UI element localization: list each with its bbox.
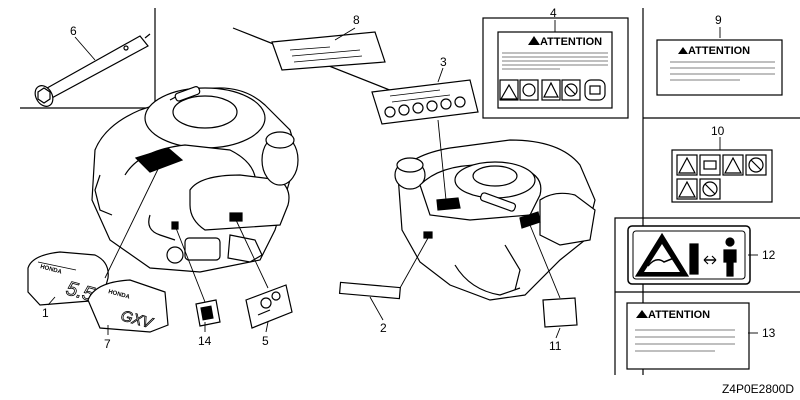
label-4-attention: ATTENTION xyxy=(540,36,602,48)
callout-9: 9 xyxy=(715,13,722,27)
callout-11: 11 xyxy=(549,339,562,353)
label-12 xyxy=(627,225,751,285)
label-9 xyxy=(656,39,783,96)
drawing-code: Z4P0E2800D xyxy=(721,382,794,396)
leader-lines xyxy=(47,20,758,339)
callout-10: 10 xyxy=(711,124,725,138)
label-13-attention: ATTENTION xyxy=(648,309,710,321)
decal-gxv: HONDA GXV xyxy=(87,279,169,333)
label-5 xyxy=(245,284,293,329)
callout-14: 14 xyxy=(198,334,212,348)
decal-5-5: HONDA 5.5 xyxy=(27,251,109,307)
callout-6: 6 xyxy=(70,24,77,38)
callout-2: 2 xyxy=(380,321,387,335)
callout-8: 8 xyxy=(353,13,360,27)
label-11 xyxy=(542,297,578,328)
engine-left xyxy=(91,86,299,273)
decal-brand-text: HONDA xyxy=(39,264,62,276)
label-3 xyxy=(371,79,479,125)
decal-gxv-brand-text: HONDA xyxy=(107,289,130,301)
callout-3: 3 xyxy=(440,55,447,69)
callout-4: 4 xyxy=(550,6,557,20)
callout-7: 7 xyxy=(104,337,111,351)
label-2 xyxy=(338,281,401,300)
callout-1: 1 xyxy=(42,306,49,320)
callout-13: 13 xyxy=(762,326,776,340)
small-label-14 xyxy=(195,299,221,327)
wrench-tool xyxy=(34,33,151,107)
label-9-attention: ATTENTION xyxy=(688,45,750,57)
frame-label-12 xyxy=(614,217,800,375)
label-4 xyxy=(497,31,613,109)
callout-5: 5 xyxy=(262,334,269,348)
callout-12: 12 xyxy=(762,248,776,262)
label-8 xyxy=(271,31,386,71)
engine-right xyxy=(394,139,596,301)
label-13 xyxy=(626,302,750,370)
label-10 xyxy=(671,149,773,203)
frame-label-4 xyxy=(482,17,629,119)
